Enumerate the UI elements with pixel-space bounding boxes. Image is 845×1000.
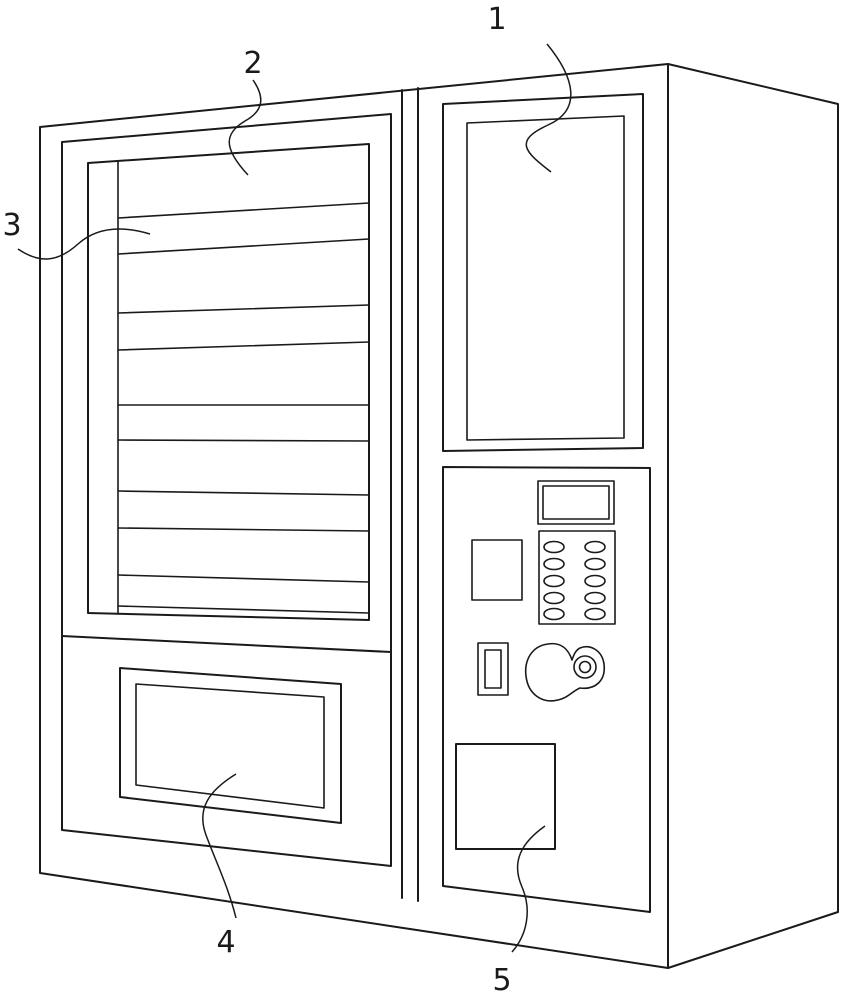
leader-lines: [17, 43, 572, 953]
keypad: [538, 530, 616, 625]
callout-1: 1: [487, 2, 506, 37]
bill-acceptor-knob: [524, 642, 605, 702]
callout-4: 4: [216, 925, 235, 960]
coin-slot: [477, 642, 509, 696]
callout-3: 3: [2, 208, 21, 243]
left-door: [61, 113, 392, 867]
small-display: [537, 480, 615, 525]
change-return-box: [455, 743, 556, 850]
pickup-port: [119, 667, 342, 824]
callout-5: 5: [492, 963, 511, 998]
callout-labels: 1 2 3 4 5: [2, 2, 511, 998]
shelves: [117, 202, 370, 614]
card-reader: [471, 539, 523, 601]
cabinet-body: [39, 63, 839, 969]
touch-screen: [442, 93, 644, 452]
control-panel: [442, 466, 651, 913]
callout-2: 2: [243, 46, 262, 81]
